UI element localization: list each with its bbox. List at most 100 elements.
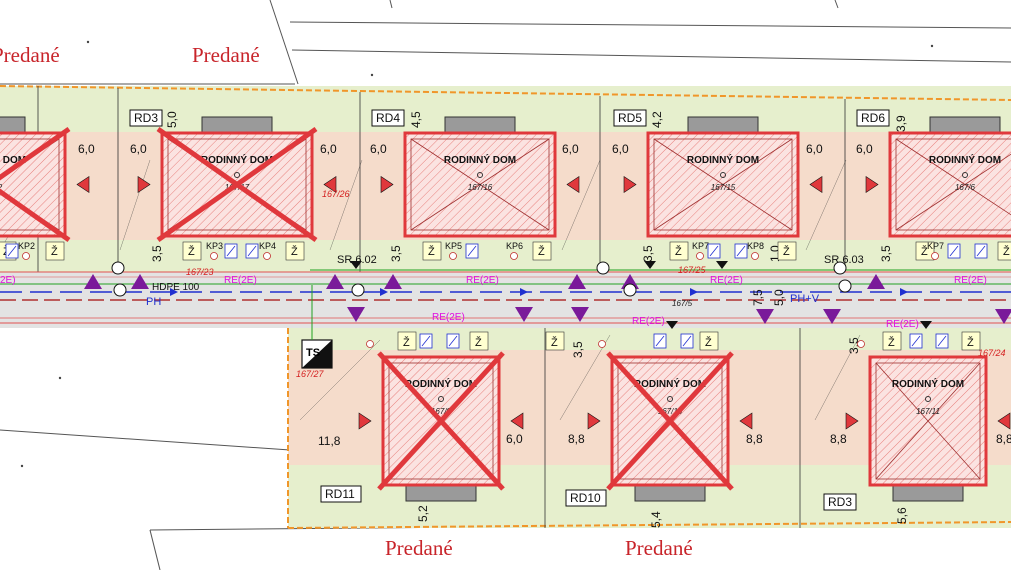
garage-block (0, 116, 26, 134)
utility-symbols: ŽŽŽŽŽŽŽŽŽŽKP2KP3KP4KP5KP6KP7KP8KP7ŽŽŽŽŽŽ (0, 241, 1011, 351)
kp-label: KP7 (927, 241, 944, 251)
entry-arrow (809, 175, 823, 194)
connection-box (422, 241, 442, 261)
manhole-symbol (833, 261, 847, 275)
sold-cross (156, 126, 318, 243)
meter-slash (709, 245, 719, 257)
re-label-4: RE(2E) (954, 275, 987, 286)
dim-4-2: 4,2 (650, 111, 664, 128)
roof-ridge (927, 362, 981, 422)
dim-3-9: 3,9 (894, 115, 908, 132)
roof-ridge (875, 420, 929, 480)
rd-box (320, 485, 362, 503)
house-parcel: 167/16 (468, 183, 493, 192)
survey-dots (20, 40, 934, 468)
connection-box (961, 331, 981, 351)
roof-ridge (479, 138, 550, 185)
z-label: Ž (967, 336, 974, 349)
z-label: Ž (551, 336, 558, 349)
rd-box (129, 109, 163, 127)
re-label-5: RE(2E) (432, 312, 465, 323)
kp-label: KP5 (445, 241, 462, 251)
dim-6-0-a: 6,0 (78, 142, 95, 156)
kp-label: KP8 (747, 241, 764, 251)
meter-slash (467, 245, 477, 257)
house-title: RODINNÝ DOM (444, 153, 516, 166)
roof-ridge (895, 138, 966, 185)
entry-arrow (358, 412, 372, 430)
house-title: RODINNÝ DOM (201, 153, 273, 166)
re-label-0: 2E) (0, 275, 16, 286)
hydrant-down-symbol (347, 307, 365, 322)
house-center-mark (667, 396, 673, 402)
dimensions-bottom: 11,8 6,0 8,8 8,8 8,8 8,8 3,5 3,5 5,2 5,4… (318, 337, 1011, 528)
dim-8-8-b: 8,8 (746, 432, 763, 446)
dim-6-0-h: 6,0 (856, 142, 873, 156)
kp-circle (931, 252, 939, 260)
meter-slash (976, 245, 986, 257)
entry-arrow (865, 175, 879, 194)
kp-circle (598, 340, 606, 348)
dim-11-8: 11,8 (318, 434, 341, 448)
dim-7-5: 7,5 (751, 289, 765, 306)
dim-6-0-d: 6,0 (370, 142, 387, 156)
sold-cross (0, 126, 71, 181)
hdpe-label: HDPE 100 (152, 282, 200, 293)
connection-box (545, 331, 565, 351)
road-parcel: 167/5 (672, 299, 693, 308)
dim-6-0-c: 6,0 (320, 142, 337, 156)
dim-6-0-e: 6,0 (562, 142, 579, 156)
roof-ridge (875, 362, 929, 422)
kp-circle (366, 340, 374, 348)
manhole-symbol (623, 283, 637, 297)
roof-ridge (964, 153, 1011, 185)
meter-slash (421, 335, 431, 347)
hydrant-up-symbol (131, 274, 149, 289)
meter-slash (736, 245, 746, 257)
sold-labels: Predané Predané Predané Predané (0, 43, 693, 560)
ts-station: TS 167/27 (296, 285, 333, 379)
ts-parcel: 167/27 (296, 369, 325, 379)
house-roof-outline (875, 362, 981, 480)
hydrant-down-symbol (823, 309, 841, 324)
kp-circle (263, 252, 271, 260)
z-label: Ž (1003, 245, 1010, 258)
rd-label: RD3 (134, 111, 158, 125)
connection-box (397, 331, 417, 351)
meter-slash (949, 245, 959, 257)
roof-ridge (653, 138, 724, 185)
z-label: Ž (428, 245, 435, 258)
re-label-6: RE(2E) (632, 316, 665, 327)
ts-label: TS (306, 347, 320, 359)
sr2-label: SR 6.03 (824, 254, 864, 266)
entry-arrow (323, 175, 337, 194)
connection-box (777, 241, 797, 261)
garage-block (405, 484, 477, 502)
kp-label: KP2 (18, 241, 35, 251)
rd-label: RD11 (325, 487, 355, 501)
connection-box (997, 241, 1011, 261)
z-label: Ž (675, 245, 682, 258)
connection-box (45, 241, 65, 261)
flow-arrow (900, 288, 908, 296)
z-label: Ž (188, 245, 195, 258)
hydrant-up-symbol (84, 274, 102, 289)
rd-label: RD3 (828, 495, 852, 509)
re-label-7: RE(2E) (886, 319, 919, 330)
inlet-marker (920, 321, 932, 329)
sold-label-bottom-2: Predané (625, 536, 693, 560)
entry-arrow (566, 175, 580, 194)
house-roof-outline (653, 138, 793, 231)
z-label: Ž (475, 336, 482, 349)
entry-arrow (510, 412, 524, 430)
hydrant-down-symbol (756, 309, 774, 324)
dim-6-0-f: 6,0 (612, 142, 629, 156)
roof-ridge (653, 184, 724, 231)
garage-block (892, 484, 964, 502)
house-parcel: 167/9 (431, 407, 452, 416)
house-roof-outline (167, 138, 307, 231)
connection-box (669, 241, 689, 261)
parcel-23: 167/23 (186, 267, 214, 277)
ph-label: PH (146, 296, 161, 308)
